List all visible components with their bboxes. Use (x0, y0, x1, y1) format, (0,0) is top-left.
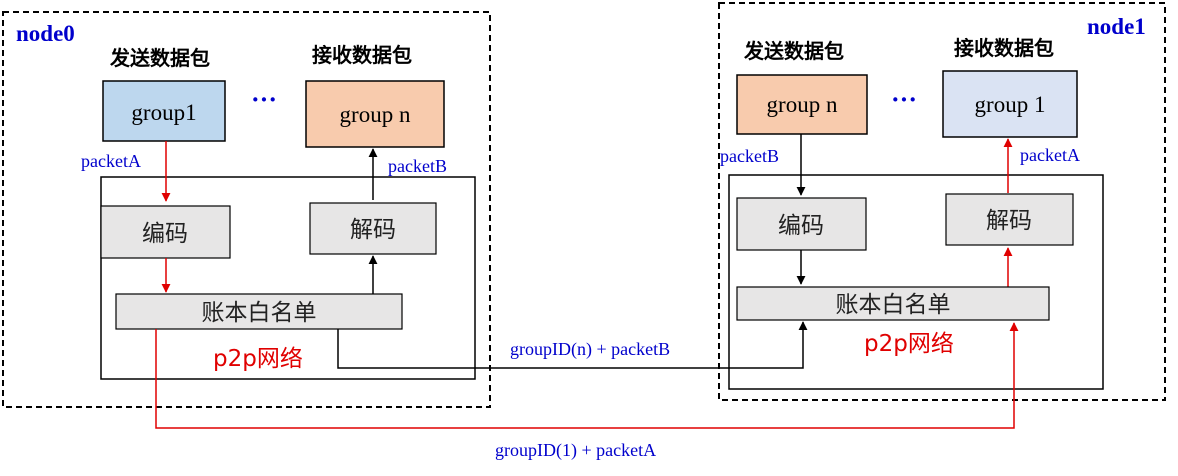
red-link-label: groupID(1) + packetA (495, 440, 656, 461)
node0-packet-out-label: packetA (81, 151, 141, 171)
node1-label: node1 (1087, 14, 1146, 39)
node1-ellipsis: ··· (891, 85, 917, 114)
node0-inner-frame (100, 176, 476, 380)
node1-whitelist-box (736, 286, 1050, 321)
node1-whitelist-label: 账本白名单 (836, 292, 951, 318)
node1-recv-group-label: group 1 (975, 92, 1046, 117)
node1-container: node1 发送数据包 接收数据包 group n ··· group 1 pa… (718, 2, 1166, 401)
node0-whitelist-label: 账本白名单 (202, 300, 317, 326)
black-link-label: groupID(n) + packetB (510, 339, 670, 360)
node1-encode-label: 编码 (778, 213, 824, 239)
node1-dashed-border (718, 2, 1166, 401)
node0-packet-in-label: packetB (388, 156, 447, 176)
node1-recv-group-box (942, 70, 1078, 138)
node0-decode-box (309, 202, 437, 255)
node0-whitelist-box (115, 293, 403, 330)
node1-packet-out-label: packetB (720, 146, 779, 166)
node0-send-caption: 发送数据包 (109, 46, 210, 70)
node0-ellipsis: ··· (251, 85, 277, 114)
node0-label: node0 (16, 21, 75, 46)
node1-encode-box (736, 197, 867, 251)
node0-network-label: p2p网络 (213, 346, 303, 372)
node0-recv-caption: 接收数据包 (312, 43, 412, 67)
node1-inner-frame (728, 174, 1104, 390)
node0-recv-group-box (305, 80, 445, 148)
node0-dashed-border (2, 11, 491, 408)
node0-send-group-label: group1 (131, 100, 196, 125)
node1-recv-caption: 接收数据包 (954, 36, 1054, 60)
node1-network-label: p2p网络 (864, 331, 954, 357)
node0-recv-group-label: group n (340, 102, 411, 127)
node0-encode-box (100, 205, 231, 259)
red-link-line (155, 322, 1019, 429)
node0-encode-label: 编码 (142, 221, 188, 247)
node0-container: node0 发送数据包 接收数据包 group1 ··· group n pac… (2, 11, 491, 408)
node1-send-group-label: group n (767, 92, 838, 117)
node1-decode-box (945, 193, 1074, 246)
node0-send-group-box (102, 80, 226, 142)
node1-send-group-box (736, 74, 868, 135)
node0-decode-label: 解码 (350, 217, 396, 243)
black-link-line (337, 321, 808, 369)
node1-send-caption: 发送数据包 (743, 39, 844, 63)
node1-packet-in-label: packetA (1020, 145, 1080, 165)
node1-decode-label: 解码 (986, 208, 1032, 234)
